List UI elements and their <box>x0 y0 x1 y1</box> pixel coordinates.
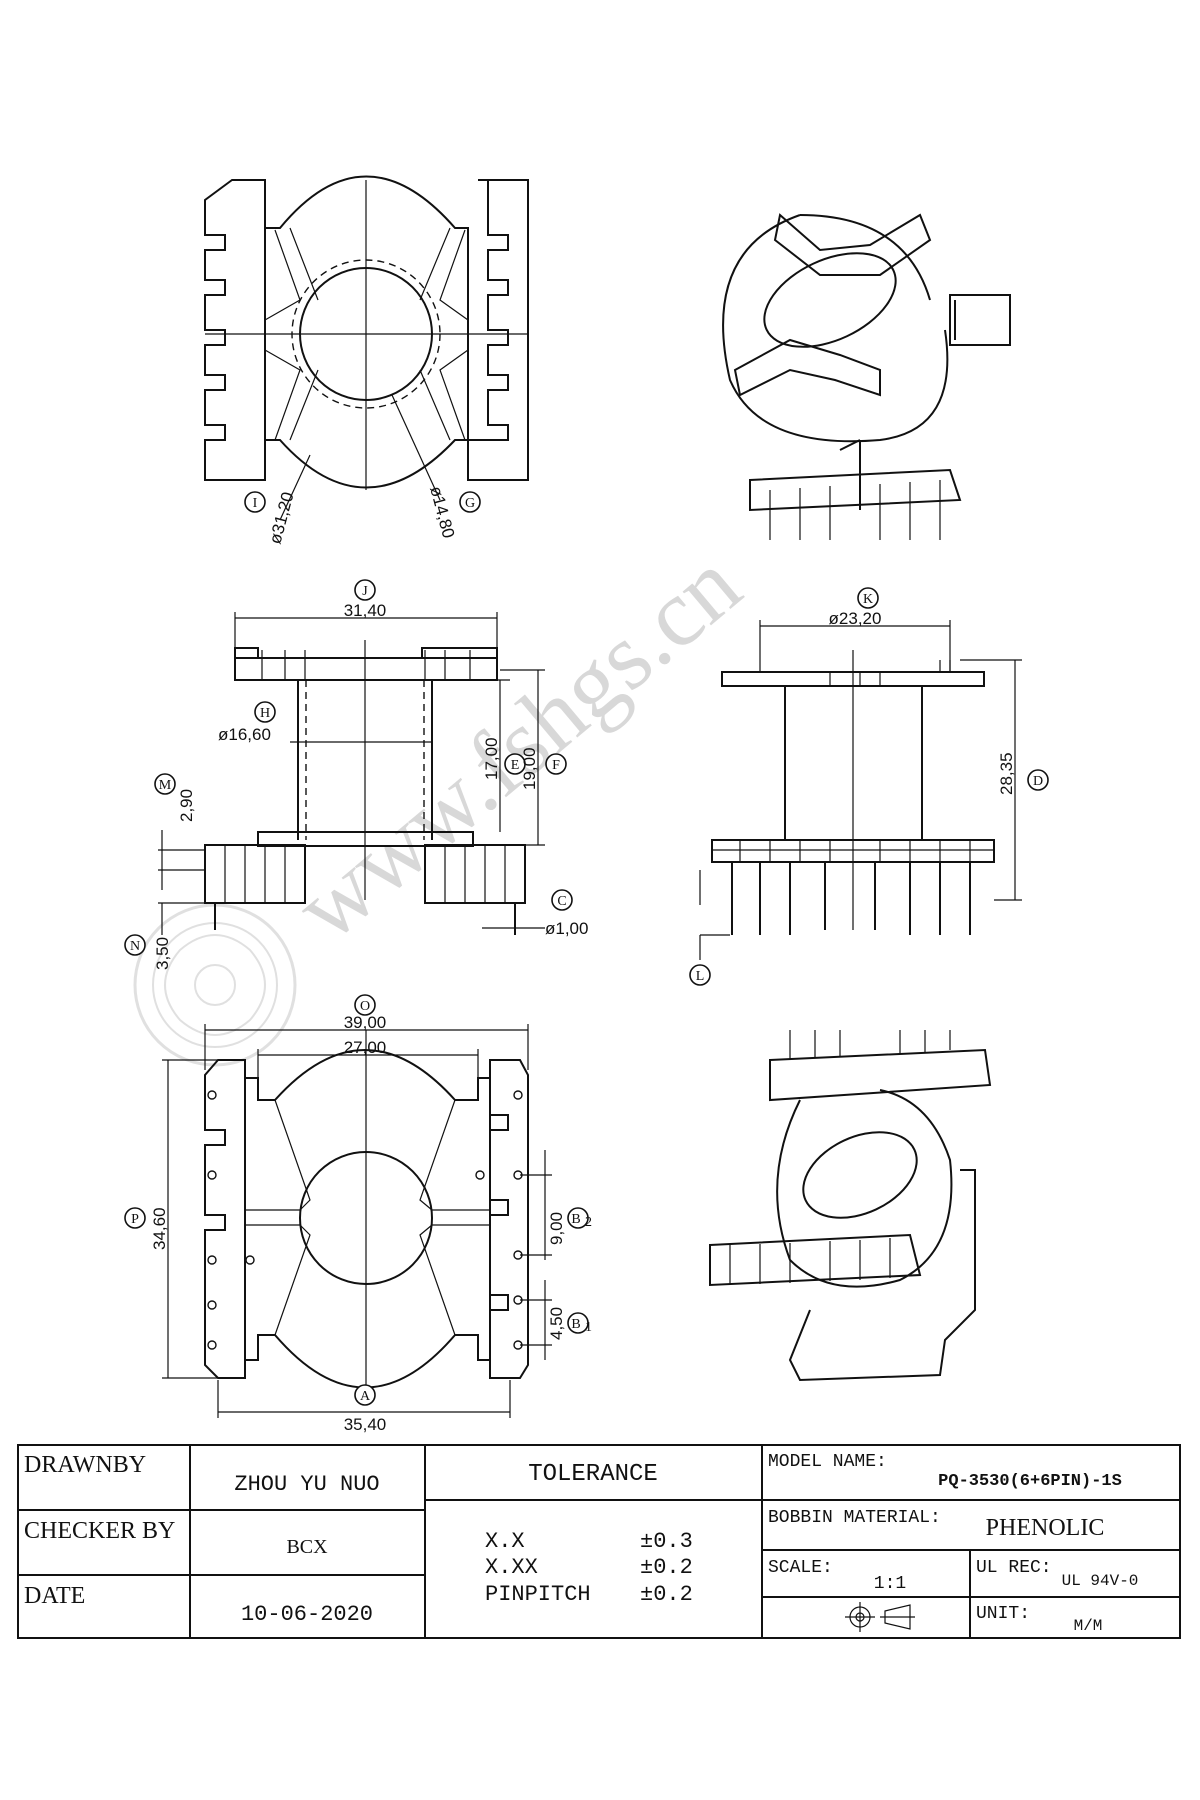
side-view <box>711 650 995 935</box>
svg-text:1: 1 <box>585 1320 592 1335</box>
svg-text:2: 2 <box>585 1215 592 1230</box>
svg-text:ø31,20: ø31,20 <box>266 490 298 546</box>
svg-text:ø16,60: ø16,60 <box>218 725 271 744</box>
svg-text:4,50: 4,50 <box>547 1307 566 1340</box>
material-label: BOBBIN MATERIAL: <box>768 1508 941 1528</box>
watermark: www.fshgs.cn <box>133 530 760 1067</box>
title-block: DRAWNBY ZHOU YU NUO CHECKER BY BCX DATE … <box>17 1444 1181 1639</box>
svg-text:39,00: 39,00 <box>344 1013 387 1032</box>
tol-value-1: ±0.2 <box>640 1555 693 1580</box>
svg-text:J: J <box>362 584 368 599</box>
tol-value-2: ±0.2 <box>640 1582 693 1607</box>
unit-value: M/M <box>1074 1617 1103 1635</box>
svg-text:K: K <box>863 592 873 607</box>
svg-text:2,90: 2,90 <box>177 789 196 822</box>
iso-view-bottom <box>709 1030 992 1382</box>
svg-text:ø14,80: ø14,80 <box>426 484 458 540</box>
svg-text:L: L <box>696 969 705 984</box>
drawn-by-value: ZHOU YU NUO <box>234 1472 379 1497</box>
dim-N: 3,50 N <box>124 902 215 970</box>
svg-text:27,00: 27,00 <box>344 1038 387 1057</box>
svg-text:ø1,00: ø1,00 <box>545 919 588 938</box>
svg-text:D: D <box>1033 774 1043 789</box>
watermark-text: www.fshgs.cn <box>275 530 760 961</box>
material-value: PHENOLIC <box>986 1515 1105 1541</box>
svg-text:I: I <box>253 496 258 511</box>
date-label: DATE <box>24 1583 85 1609</box>
svg-text:B: B <box>571 1212 580 1227</box>
ul-value: UL 94V-0 <box>1062 1572 1139 1590</box>
date-value: 10-06-2020 <box>241 1602 373 1627</box>
svg-text:H: H <box>260 706 270 721</box>
svg-text:E: E <box>511 758 520 773</box>
svg-text:N: N <box>130 939 140 954</box>
svg-text:3,50: 3,50 <box>153 937 172 970</box>
model-value: PQ-3530(6+6PIN)-1S <box>938 1472 1122 1491</box>
top-view <box>204 175 529 521</box>
top-view-left-comb <box>204 179 266 481</box>
ul-label: UL REC: <box>976 1558 1052 1578</box>
dim-A: A 35,40 <box>217 1380 511 1434</box>
svg-text:31,40: 31,40 <box>344 601 387 620</box>
dim-C: C ø1,00 <box>482 889 588 938</box>
svg-text:M: M <box>159 778 172 793</box>
svg-text:17,00: 17,00 <box>482 737 501 780</box>
tol-key-0: X.X <box>485 1529 525 1554</box>
dim-J: J 31,40 <box>234 579 498 650</box>
dim-D: 28,35 D <box>960 659 1049 901</box>
dim-E: 17,00 E <box>440 679 526 832</box>
scale-label: SCALE: <box>768 1558 833 1578</box>
svg-text:G: G <box>465 496 475 511</box>
dim-F: 19,00 F <box>480 669 567 846</box>
iso-view-top <box>722 213 1011 540</box>
dim-L: L <box>689 870 730 986</box>
svg-text:ø23,20: ø23,20 <box>829 609 882 628</box>
checker-value: BCX <box>286 1536 328 1558</box>
dim-B1: 4,50 B 1 <box>520 1280 592 1360</box>
svg-text:A: A <box>360 1389 371 1404</box>
front-view <box>204 640 526 935</box>
svg-text:34,60: 34,60 <box>150 1207 169 1250</box>
unit-label: UNIT: <box>976 1604 1030 1624</box>
dim-H: H ø16,60 <box>218 701 432 744</box>
projection-symbol-icon <box>845 1602 915 1632</box>
svg-text:P: P <box>131 1212 139 1227</box>
checker-label: CHECKER BY <box>24 1518 175 1544</box>
tolerance-label: TOLERANCE <box>528 1461 658 1488</box>
tol-key-1: X.XX <box>485 1555 538 1580</box>
svg-text:19,00: 19,00 <box>520 747 539 790</box>
dim-G: G ø14,80 <box>426 484 481 540</box>
svg-text:B: B <box>571 1317 580 1332</box>
dim-M: M 2,90 <box>154 773 205 890</box>
svg-text:F: F <box>552 758 560 773</box>
tol-value-0: ±0.3 <box>640 1529 693 1554</box>
dim-P: 34,60 P <box>124 1059 218 1379</box>
model-label: MODEL NAME: <box>768 1452 887 1472</box>
bottom-view <box>204 1030 529 1400</box>
dim-B2: 9,00 B 2 <box>520 1150 592 1260</box>
svg-text:O: O <box>360 999 370 1014</box>
drawn-by-label: DRAWNBY <box>24 1452 146 1478</box>
scale-value: 1:1 <box>874 1574 906 1594</box>
svg-text:C: C <box>557 894 566 909</box>
dim-O: O 39,00 27,00 <box>204 994 529 1078</box>
svg-text:9,00: 9,00 <box>547 1212 566 1245</box>
top-view-right-comb <box>467 179 529 481</box>
dim-I: I ø31,20 <box>244 490 298 546</box>
svg-text:35,40: 35,40 <box>344 1415 387 1434</box>
tol-key-2: PINPITCH <box>485 1582 591 1607</box>
svg-text:28,35: 28,35 <box>997 752 1016 795</box>
dim-K: K ø23,20 <box>759 587 951 672</box>
